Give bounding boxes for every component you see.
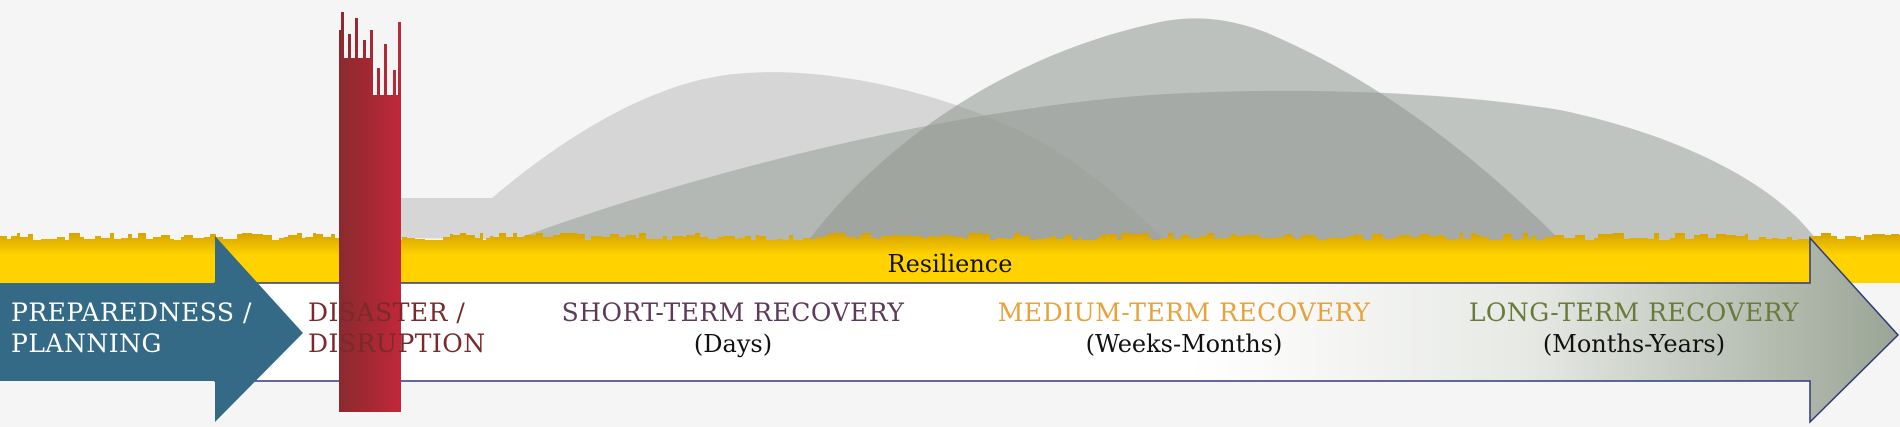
preparedness-label-line1: PREPAREDNESS / xyxy=(11,298,252,327)
phase-labels: PREPAREDNESS / PLANNING DISASTER / DISRU… xyxy=(11,298,1799,358)
timeline-arrow xyxy=(214,236,1900,424)
medium-term-label: MEDIUM-TERM RECOVERY xyxy=(998,298,1370,327)
planning-arrow xyxy=(0,236,303,422)
medium-term-curve xyxy=(805,18,1565,245)
disaster-bar-spikes xyxy=(339,12,401,412)
resilience-band: Resilience xyxy=(0,233,1900,283)
resilience-band-fill xyxy=(0,233,1900,283)
short-term-label: SHORT-TERM RECOVERY xyxy=(562,298,905,327)
disaster-bar xyxy=(339,12,401,412)
disaster-label-line2: DISRUPTION xyxy=(308,329,486,358)
short-term-duration: (Days) xyxy=(694,330,772,358)
disaster-label-line1: DISASTER / xyxy=(308,298,465,327)
resilience-label: Resilience xyxy=(888,250,1013,278)
long-term-duration: (Months-Years) xyxy=(1543,330,1725,358)
medium-term-duration: (Weeks-Months) xyxy=(1086,330,1283,358)
preparedness-label-line2: PLANNING xyxy=(11,329,162,358)
recovery-curves xyxy=(400,18,1820,246)
long-term-label: LONG-TERM RECOVERY xyxy=(1469,298,1799,327)
timeline-arrow-body xyxy=(214,236,1900,424)
